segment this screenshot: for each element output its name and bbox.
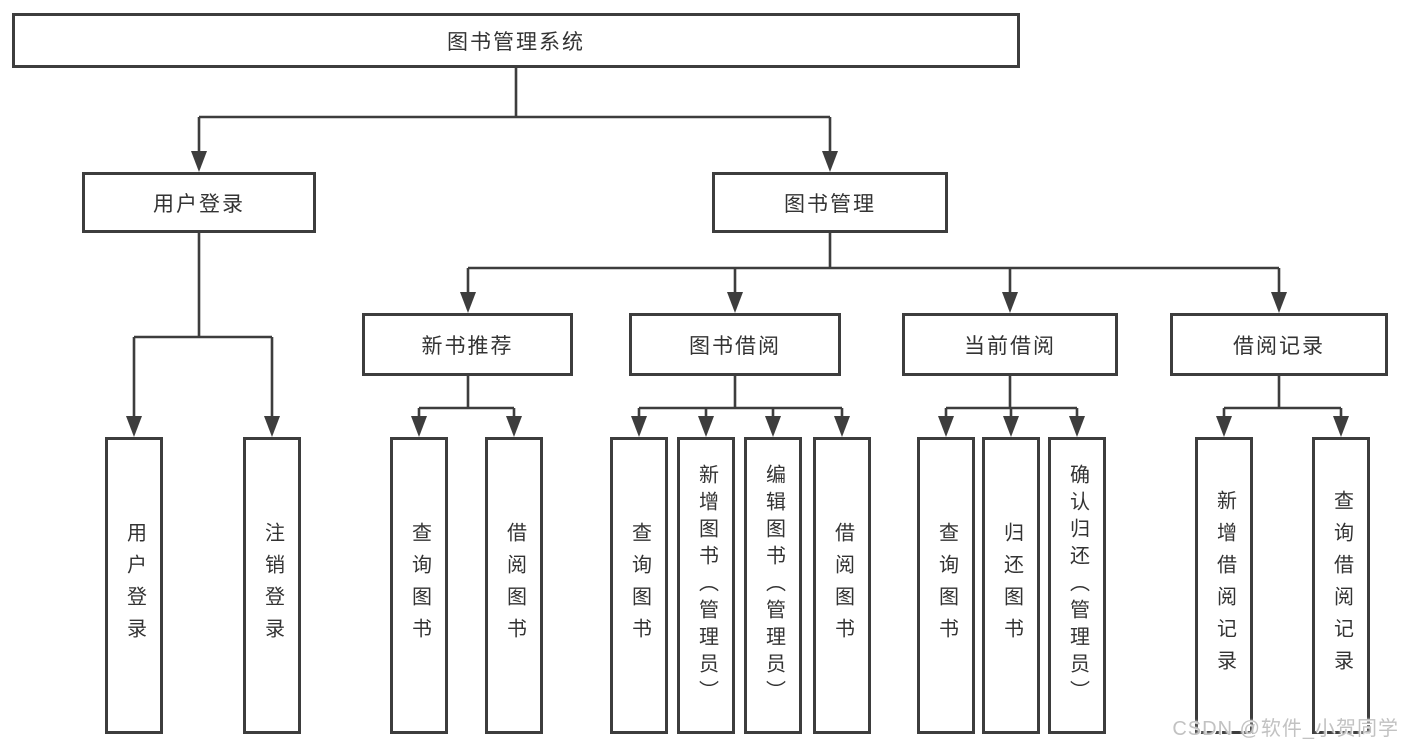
leaf-edit-book-admin: 编辑图书（管理员） — [744, 437, 802, 734]
node-user-login-label: 用户登录 — [153, 192, 245, 216]
node-book-borrowing: 图书借阅 — [629, 313, 841, 376]
leaf-user-login-label: 用户登录 — [123, 521, 146, 650]
node-book-borrowing-label: 图书借阅 — [689, 334, 781, 358]
leaf-query-borrow-record-label: 查询借阅记录 — [1330, 489, 1353, 682]
node-current-borrowing: 当前借阅 — [902, 313, 1118, 376]
node-book-management-label: 图书管理 — [784, 192, 876, 216]
node-new-book-recommend: 新书推荐 — [362, 313, 573, 376]
leaf-recommend-borrow-books: 借阅图书 — [485, 437, 543, 734]
leaf-borrowing-borrow-books-label: 借阅图书 — [831, 521, 854, 650]
leaf-current-query-books: 查询图书 — [917, 437, 975, 734]
leaf-confirm-return-admin-label: 确认归还（管理员） — [1066, 464, 1089, 707]
node-library-system: 图书管理系统 — [12, 13, 1020, 68]
node-borrowing-records: 借阅记录 — [1170, 313, 1388, 376]
leaf-recommend-query-books-label: 查询图书 — [408, 521, 431, 650]
leaf-query-borrow-record: 查询借阅记录 — [1312, 437, 1370, 734]
leaf-user-login: 用户登录 — [105, 437, 163, 734]
arrowheads — [126, 151, 1349, 437]
node-current-borrowing-label: 当前借阅 — [964, 334, 1056, 358]
csdn-watermark: CSDN @软件_小贺同学 — [1172, 718, 1399, 740]
node-new-book-recommend-label: 新书推荐 — [421, 334, 514, 358]
leaf-add-book-admin: 新增图书（管理员） — [677, 437, 735, 734]
leaf-add-book-admin-label: 新增图书（管理员） — [695, 464, 718, 707]
leaf-return-books-label: 归还图书 — [1000, 521, 1023, 650]
leaf-logout-label: 注销登录 — [261, 521, 284, 650]
leaf-borrowing-borrow-books: 借阅图书 — [813, 437, 871, 734]
node-user-login: 用户登录 — [82, 172, 316, 233]
node-library-system-label: 图书管理系统 — [447, 30, 585, 54]
leaf-return-books: 归还图书 — [982, 437, 1040, 734]
leaf-logout: 注销登录 — [243, 437, 301, 734]
node-book-management: 图书管理 — [712, 172, 948, 233]
leaf-recommend-borrow-books-label: 借阅图书 — [503, 521, 526, 650]
leaf-add-borrow-record: 新增借阅记录 — [1195, 437, 1253, 734]
leaf-borrowing-query-books-label: 查询图书 — [628, 521, 651, 650]
leaf-current-query-books-label: 查询图书 — [935, 521, 958, 650]
leaf-borrowing-query-books: 查询图书 — [610, 437, 668, 734]
leaf-recommend-query-books: 查询图书 — [390, 437, 448, 734]
leaf-add-borrow-record-label: 新增借阅记录 — [1213, 489, 1236, 682]
node-borrowing-records-label: 借阅记录 — [1233, 334, 1325, 358]
leaf-confirm-return-admin: 确认归还（管理员） — [1048, 437, 1106, 734]
leaf-edit-book-admin-label: 编辑图书（管理员） — [762, 464, 785, 707]
